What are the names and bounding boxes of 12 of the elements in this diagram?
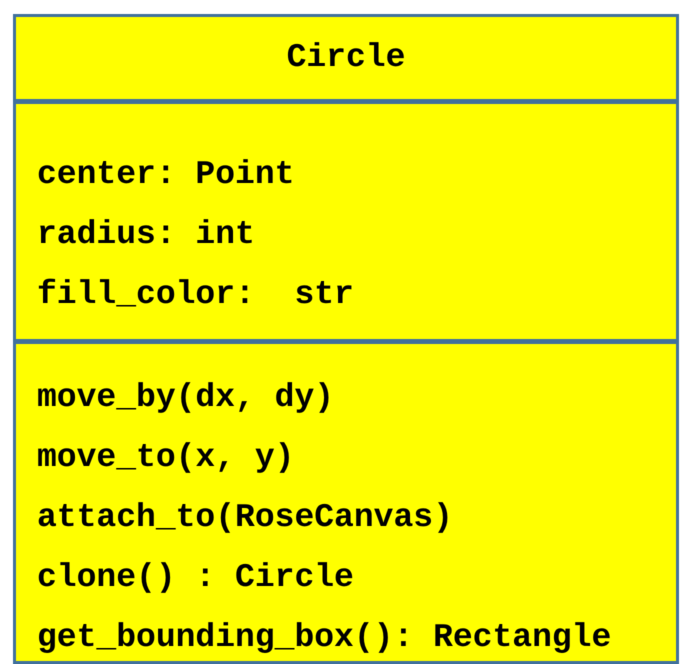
attribute-text: radius: int: [37, 215, 255, 255]
method-text: clone() : Circle: [37, 558, 354, 598]
method-text: move_by(dx, dy): [37, 378, 334, 418]
class-name-compartment: [13, 14, 679, 102]
attribute-text: center: Point: [37, 155, 294, 195]
attributes-compartment: [13, 101, 679, 342]
method-text: move_to(x, y): [37, 438, 294, 478]
methods-compartment: [13, 341, 679, 664]
method-text: get_bounding_box(): Rectangle: [37, 618, 612, 658]
class-name: Circle: [286, 38, 406, 78]
method-text: attach_to(RoseCanvas): [37, 498, 453, 538]
attribute-text: fill_color: str: [37, 275, 354, 315]
